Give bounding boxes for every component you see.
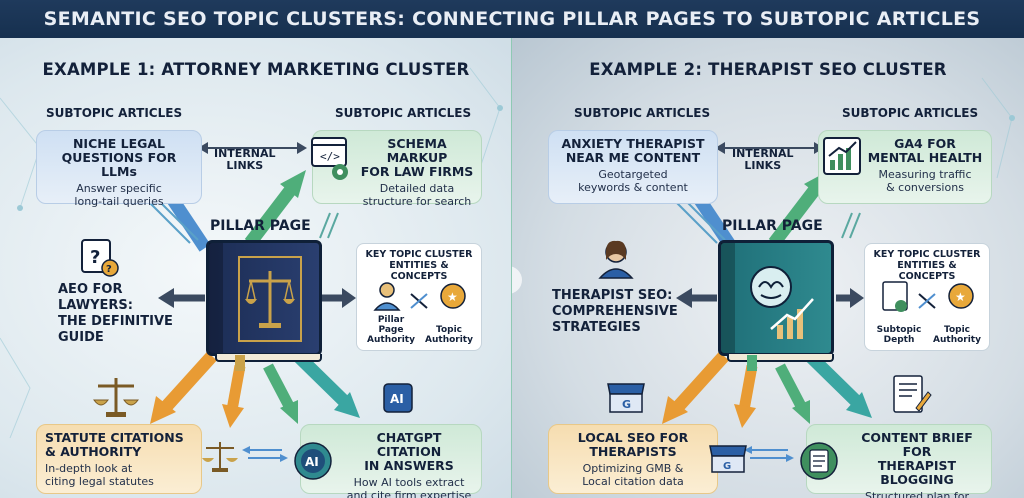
checklist-icon [798, 440, 840, 486]
ai-chip-icon: AI [380, 380, 416, 420]
card-description: In-depth look at citing legal statutes [45, 462, 154, 488]
card-description: Measuring traffic & conversions [878, 168, 972, 194]
question-book-icon: ? ? [78, 238, 120, 282]
key-concepts-box: KEY TOPIC CLUSTER ENTITIES & CONCEPTS ★ … [356, 243, 482, 351]
ai-gear-icon: AI [292, 440, 334, 486]
card-title: CONTENT BRIEF FOR THERAPIST BLOGGING [861, 430, 973, 487]
concept-label: Subtopic Depth [876, 325, 922, 345]
concept-label: Topic Authority [933, 325, 981, 345]
subtopic-card-niche-legal: NICHE LEGAL QUESTIONS FOR LLMs Answer sp… [36, 130, 202, 208]
pillar-book-icon [206, 240, 322, 371]
subtopic-card-statute: STATUTE CITATIONS & AUTHORITY In-depth l… [36, 424, 202, 494]
concept-label: Topic Authority [425, 325, 473, 345]
svg-text:</>: </> [320, 150, 340, 163]
pillar-page-label: PILLAR PAGE [210, 218, 311, 234]
left-arrows [0, 67, 503, 462]
therapist-avatar-icon [596, 238, 636, 284]
pillar-book-icon [718, 240, 834, 371]
analytics-chart-icon [822, 136, 862, 180]
concepts-icons: ★ [373, 282, 466, 311]
concepts-title: KEY TOPIC CLUSTER ENTITIES & CONCEPTS [873, 249, 981, 282]
svg-text:?: ? [106, 264, 112, 275]
card-description: Structured plan for authority content [864, 490, 970, 498]
svg-text:AI: AI [305, 455, 319, 469]
card-title: CHATGPT CITATION IN ANSWERS [364, 430, 454, 473]
card-title: GA4 FOR MENTAL HEALTH [867, 136, 983, 165]
subtopic-card-anxiety-therapist: ANXIETY THERAPIST NEAR ME CONTENT Geotar… [548, 130, 718, 204]
medal-icon [948, 283, 974, 309]
svg-text:?: ? [90, 247, 100, 268]
subtopic-label: SUBTOPIC ARTICLES [842, 106, 979, 120]
card-title: ANXIETY THERAPIST NEAR ME CONTENT [561, 136, 705, 165]
subtopic-card-chatgpt: CHATGPT CITATION IN ANSWERS How AI tools… [300, 424, 482, 498]
arrow-to-bottom-right [293, 351, 350, 407]
google-business-icon: G [604, 374, 648, 418]
subtopic-label: SUBTOPIC ARTICLES [46, 106, 183, 120]
svg-text:G: G [622, 398, 631, 411]
attorney-cluster-panel: EXAMPLE 1: ATTORNEY MARKETING CLUSTER SU… [0, 38, 512, 498]
scales-of-justice-icon [238, 256, 302, 342]
card-title: SCHEMA MARKUP FOR LAW FIRMS [360, 136, 474, 179]
example-1-heading: EXAMPLE 1: ATTORNEY MARKETING CLUSTER [42, 60, 470, 79]
concepts-title: KEY TOPIC CLUSTER ENTITIES & CONCEPTS [365, 249, 473, 282]
subtopic-label: SUBTOPIC ARTICLES [335, 106, 472, 120]
arrow-to-bottom-left [160, 351, 217, 413]
example-2-heading: EXAMPLE 2: THERAPIST SEO CLUSTER [589, 60, 947, 79]
svg-text:AI: AI [390, 392, 404, 406]
subtopic-card-content-brief: CONTENT BRIEF FOR THERAPIST BLOGGING Str… [806, 424, 992, 498]
document-edit-icon [890, 374, 932, 420]
card-description: Detailed data structure for search [362, 182, 472, 208]
storefront-icon: G [708, 438, 748, 480]
scales-icon [92, 374, 140, 424]
card-description: Answer specific long-tail queries [74, 182, 164, 208]
internal-links-label: INTERNAL LINKS [732, 147, 794, 172]
pillar-page-title: THERAPIST SEO: COMPREHENSIVE STRATEGIES [552, 288, 678, 335]
person-icon [379, 282, 395, 298]
subtopic-label: SUBTOPIC ARTICLES [574, 106, 711, 120]
pillar-page-title: AEO FOR LAWYERS: THE DEFINITIVE GUIDE [58, 282, 173, 345]
card-title: LOCAL SEO FOR THERAPISTS [577, 430, 689, 459]
card-description: Geotargeted keywords & content [578, 168, 688, 194]
code-window-icon: </> [310, 136, 350, 188]
key-concepts-box: KEY TOPIC CLUSTER ENTITIES & CONCEPTS ★ … [864, 243, 990, 351]
pillar-page-label: PILLAR PAGE [722, 218, 823, 234]
scales-small-icon [200, 438, 240, 478]
internal-links-label: INTERNAL LINKS [214, 147, 276, 172]
svg-text:★: ★ [955, 290, 966, 304]
card-description: Optimizing GMB & Local citation data [582, 462, 684, 488]
medal-icon [440, 283, 466, 309]
subtopic-card-local-seo: LOCAL SEO FOR THERAPISTS Optimizing GMB … [548, 424, 718, 494]
right-arrows [512, 77, 1015, 462]
card-description: How AI tools extract and cite firm exper… [346, 476, 472, 498]
page-title: SEMANTIC SEO TOPIC CLUSTERS: CONNECTING … [0, 0, 1024, 38]
brain-growth-icon [750, 266, 814, 339]
therapist-cluster-panel: EXAMPLE 2: THERAPIST SEO CLUSTER SUBTOPI… [512, 38, 1024, 498]
svg-text:G: G [723, 461, 731, 472]
concept-label: Pillar Page Authority [367, 315, 415, 345]
svg-text:★: ★ [447, 290, 458, 304]
card-title: STATUTE CITATIONS & AUTHORITY [45, 430, 184, 459]
card-title: NICHE LEGAL QUESTIONS FOR LLMs [61, 136, 177, 179]
arrow-to-top-right [244, 184, 298, 247]
concepts-icons: ★ [882, 281, 974, 312]
